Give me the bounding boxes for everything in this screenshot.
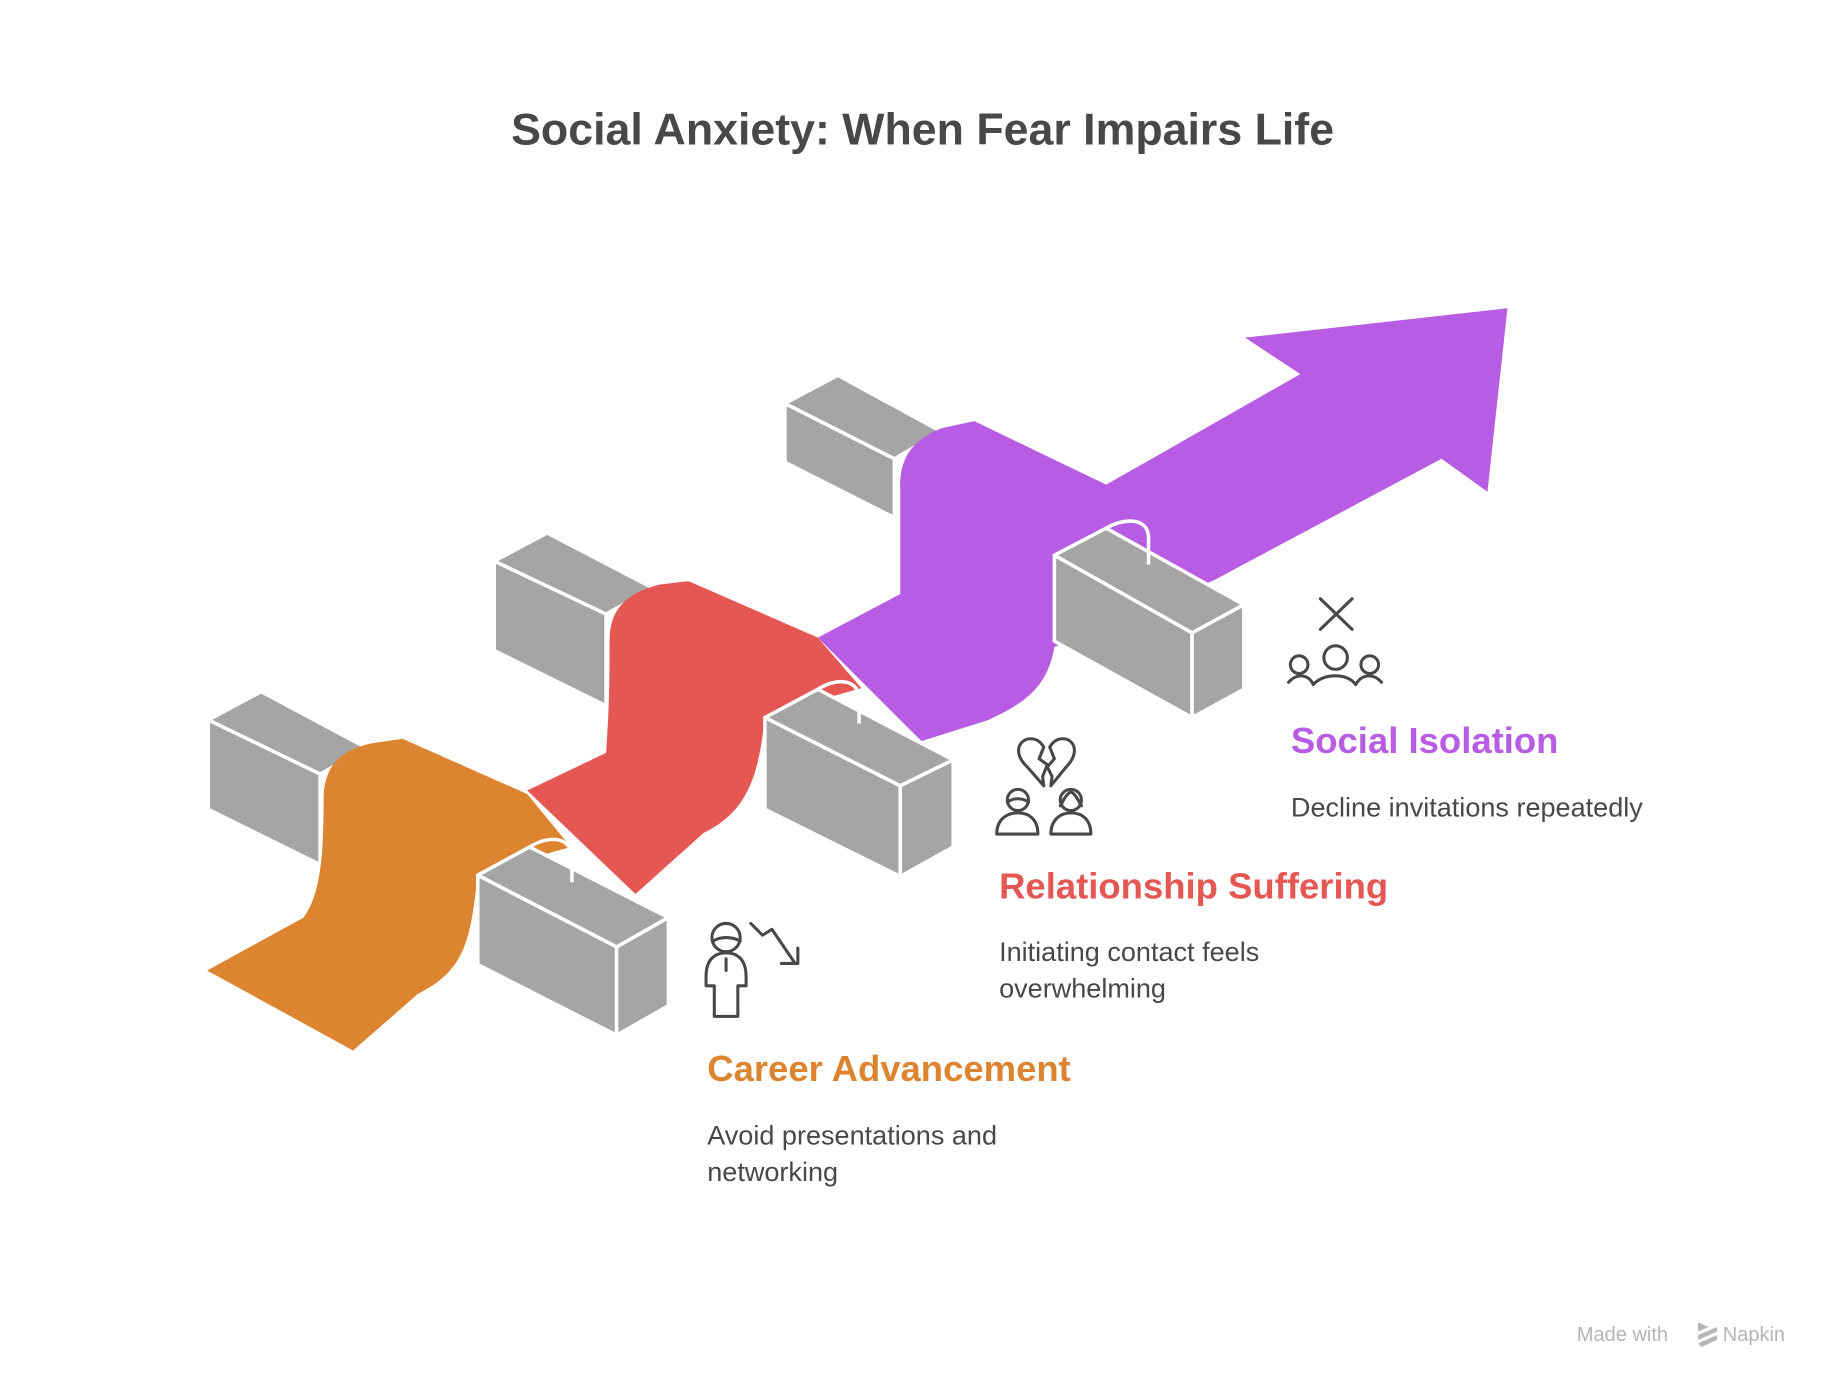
description-social-isolation: Decline invitations repeatedly: [1291, 792, 1643, 822]
label-career-advancement: Career Advancement Avoid presentations a…: [707, 1048, 1071, 1187]
block-front-3: [1052, 519, 1246, 720]
person-declining-chart-icon: [704, 921, 800, 1018]
description-career-advancement-line-2: networking: [707, 1157, 838, 1187]
stage-career-advancement: [206, 689, 671, 1051]
description-relationship-suffering-line-2: overwhelming: [999, 974, 1166, 1004]
watermark-brand: Napkin: [1723, 1324, 1785, 1346]
description-career-advancement-line-1: Avoid presentations and: [707, 1121, 997, 1151]
block-back-3: [783, 373, 944, 520]
watermark: Made with Napkin: [1577, 1322, 1785, 1347]
heading-relationship-suffering: Relationship Suffering: [999, 866, 1388, 907]
broken-heart-couple-icon: [995, 737, 1093, 836]
heading-career-advancement: Career Advancement: [707, 1048, 1071, 1089]
heading-social-isolation: Social Isolation: [1291, 720, 1559, 761]
block-back-1: [206, 689, 369, 867]
label-social-isolation: Social Isolation Decline invitations rep…: [1291, 720, 1643, 823]
block-front-1: [476, 837, 671, 1037]
arrow-purple: [817, 308, 1508, 742]
watermark-prefix: Made with: [1577, 1324, 1668, 1346]
ribbon-orange: [207, 738, 571, 1051]
block-front-2: [763, 679, 955, 879]
page-title: Social Anxiety: When Fear Impairs Life: [511, 106, 1334, 155]
description-relationship-suffering-line-1: Initiating contact feels: [999, 937, 1259, 967]
stage-relationship-suffering: [492, 531, 955, 895]
group-excluded-icon: [1287, 597, 1384, 687]
stage-social-isolation: [783, 308, 1508, 742]
ribbon-red: [527, 581, 862, 895]
block-back-2: [492, 531, 655, 708]
napkin-logo-icon: [1698, 1322, 1717, 1347]
label-relationship-suffering: Relationship Suffering Initiating contac…: [999, 866, 1388, 1004]
